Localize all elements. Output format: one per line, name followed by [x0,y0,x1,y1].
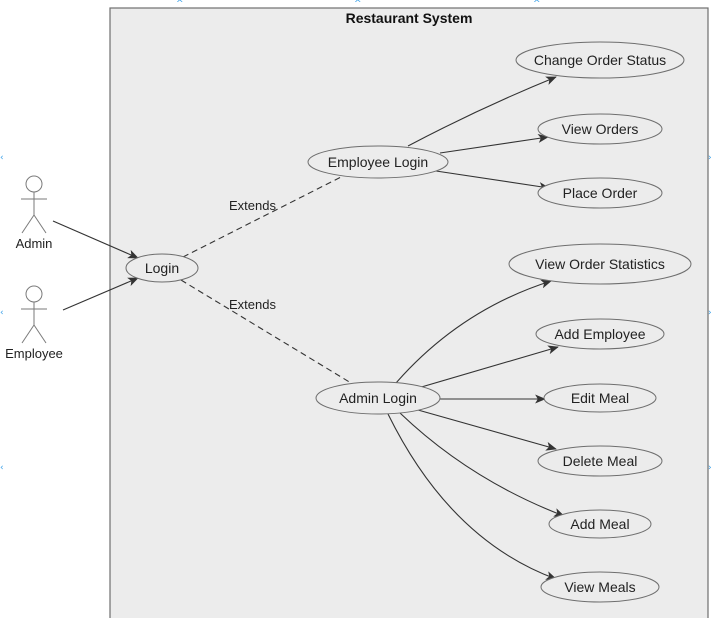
use-case-view-order-statistics[interactable]: View Order Statistics [508,243,692,285]
use-case-view-orders[interactable]: View Orders [537,113,663,145]
use-case-label: View Orders [562,121,639,137]
extends-admin-login[interactable] [180,279,357,387]
use-case-label: Change Order Status [534,52,666,68]
use-case-admin-login[interactable]: Admin Login [315,381,441,415]
selection-handle-icon[interactable]: ^ [533,0,541,9]
association-place-order[interactable] [435,170,550,191]
use-case-label: Edit Meal [571,390,629,406]
actor-leg-icon [21,324,35,344]
actor-leg-icon [33,324,47,344]
use-case-label: Login [145,260,179,276]
association-view-orders[interactable] [439,133,549,154]
use-case-view-meals[interactable]: View Meals [540,571,660,603]
use-case-label: Add Employee [554,326,645,342]
selection-handle-icon[interactable]: ‹ [0,463,4,473]
association-add-meal[interactable] [399,412,565,517]
use-case-label: View Meals [564,579,635,595]
use-case-label: View Order Statistics [535,256,665,272]
use-case-place-order[interactable]: Place Order [537,177,663,209]
actor-employee[interactable]: Employee [5,285,63,361]
selection-handle-icon[interactable]: › [708,153,712,163]
selection-handle-icon[interactable]: ^ [176,0,184,9]
use-case-label: Delete Meal [563,453,638,469]
use-case-edit-meal[interactable]: Edit Meal [543,383,657,413]
association-view-order-statistics[interactable] [395,279,552,384]
association-delete-meal[interactable] [417,409,557,451]
selection-handle-icon[interactable]: › [708,463,712,473]
use-case-label: Place Order [563,185,638,201]
selection-handle-icon[interactable]: ^ [354,0,362,9]
actor-leg-icon [21,214,35,234]
use-case-delete-meal[interactable]: Delete Meal [537,445,663,477]
actor-label: Employee [5,346,63,361]
use-case-add-meal[interactable]: Add Meal [548,509,652,539]
actor-head-icon [25,175,43,193]
extends-label: Extends [229,297,276,312]
actor-admin[interactable]: Admin [16,175,53,251]
association-admin-login[interactable] [52,220,139,259]
system-title: Restaurant System [346,10,473,26]
use-case-employee-login[interactable]: Employee Login [307,145,449,179]
use-case-label: Admin Login [339,390,417,406]
association-change-order-status[interactable] [407,76,557,147]
use-case-label: Add Meal [570,516,629,532]
selection-handle-icon[interactable]: ‹ [0,153,4,163]
actor-label: Admin [16,236,53,251]
selection-markers: ^ ^ ^ ‹ ‹ ‹ › › › [0,0,712,473]
association-employee-login[interactable] [62,277,139,311]
use-case-login[interactable]: Login [125,253,199,283]
use-case-add-employee[interactable]: Add Employee [535,318,665,350]
association-add-employee[interactable] [417,345,559,389]
use-case-label: Employee Login [328,154,428,170]
selection-handle-icon[interactable]: ‹ [0,308,4,318]
extends-employee-login[interactable] [182,174,346,258]
actor-leg-icon [33,214,47,234]
extends-label: Extends [229,198,276,213]
use-case-change-order-status[interactable]: Change Order Status [515,41,685,79]
actor-head-icon [25,285,43,303]
association-view-meals[interactable] [387,413,557,580]
selection-handle-icon[interactable]: › [708,308,712,318]
